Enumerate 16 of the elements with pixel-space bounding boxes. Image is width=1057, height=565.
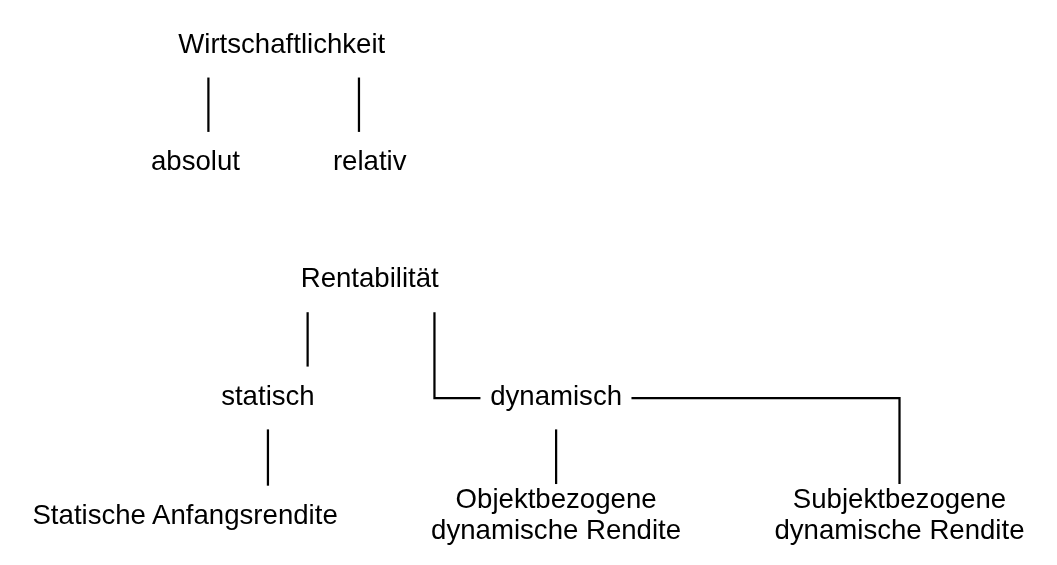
node-text: Objektbezogene dynamische Rendite: [431, 483, 682, 546]
node-text: Rentabilität: [300, 262, 439, 294]
connector: [357, 77, 361, 132]
connector: [555, 429, 558, 485]
connector: [266, 429, 270, 486]
node-text: statisch: [221, 379, 315, 411]
node-text: Wirtschaftlichkeit: [178, 27, 386, 59]
connector: [433, 312, 481, 400]
node-text: Subjektbezogene dynamische Rendite: [774, 483, 1025, 546]
node-text: dynamisch: [490, 379, 623, 411]
connector: [207, 77, 210, 132]
node-text: Statische Anfangsrendite: [32, 498, 338, 530]
node-text: relativ: [332, 144, 407, 176]
node-text: absolut: [150, 144, 240, 176]
connector: [306, 312, 309, 367]
connector: [631, 397, 901, 484]
